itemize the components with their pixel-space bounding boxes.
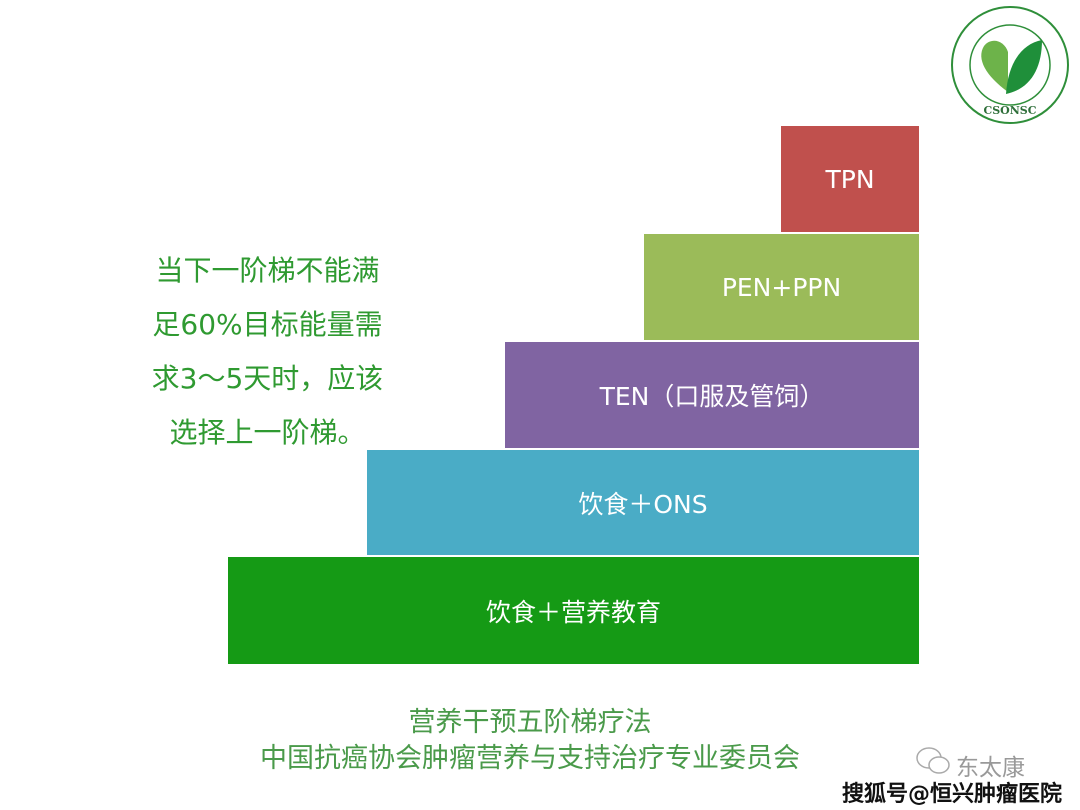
step-diet-ons: 饮食＋ONS bbox=[367, 448, 919, 555]
caption-title: 营养干预五阶梯疗法 bbox=[408, 707, 652, 738]
note-line: 选择上一阶梯。 bbox=[169, 416, 366, 449]
step-ten: TEN（口服及管饲） bbox=[505, 340, 919, 448]
step-label: TEN（口服及管饲） bbox=[599, 382, 825, 411]
step-diet-education: 饮食＋营养教育 bbox=[228, 555, 919, 664]
caption-source: 中国抗癌协会肿瘤营养与支持治疗专业委员会 bbox=[260, 743, 800, 774]
note-line: 当下一阶梯不能满 bbox=[155, 254, 380, 287]
account-name: 东太康 bbox=[956, 755, 1025, 781]
wechat-icon bbox=[916, 747, 950, 774]
note-line: 足60%目标能量需 bbox=[152, 308, 383, 341]
step-label: TPN bbox=[825, 164, 875, 194]
step-tpn: TPN bbox=[781, 124, 919, 232]
step-label: 饮食＋营养教育 bbox=[485, 597, 661, 627]
watermark-platform: 搜狐号@恒兴肿瘤医院 bbox=[842, 782, 1063, 807]
note-line: 求3～5天时，应该 bbox=[151, 362, 384, 395]
logo-abbr: CSONSC bbox=[983, 104, 1036, 117]
step-pen-ppn: PEN+PPN bbox=[644, 232, 919, 340]
step-label: 饮食＋ONS bbox=[578, 489, 708, 519]
csonsc-logo: CSONSC bbox=[946, 4, 1074, 126]
escalation-note: 当下一阶梯不能满 足60%目标能量需 求3～5天时，应该 选择上一阶梯。 bbox=[130, 244, 405, 460]
step-label: PEN+PPN bbox=[721, 272, 842, 302]
watermark-account: 东太康 bbox=[912, 748, 1025, 782]
